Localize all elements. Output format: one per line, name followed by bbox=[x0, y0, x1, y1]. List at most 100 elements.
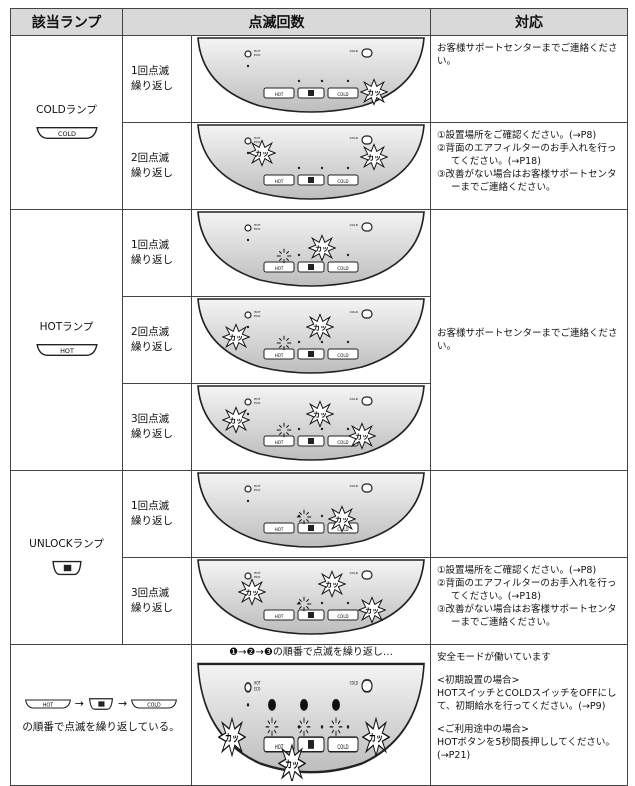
seq-hot-button-icon: HOT bbox=[24, 697, 72, 711]
cold-lamp-cell: COLDランプ COLD bbox=[10, 35, 123, 210]
blink-kaa-text: カッ bbox=[229, 417, 243, 425]
panel-hot-button-text: HOT bbox=[275, 527, 284, 532]
hot-button-icon-text: HOT bbox=[60, 347, 74, 355]
panel-hot-label: HOT bbox=[254, 397, 261, 401]
sequence-order-title: ❶→❷→❸の順番で点滅を繰り返し… bbox=[229, 647, 393, 658]
blink-kaa-text: カッ bbox=[325, 581, 339, 589]
blink-kaa-text: カッ bbox=[367, 89, 381, 97]
panel-cold-label: COLD bbox=[350, 223, 359, 227]
header-blink-count: 点滅回数 bbox=[122, 8, 431, 36]
panel-hot-label: HOT bbox=[254, 223, 261, 227]
sequence-marker-3 bbox=[332, 699, 340, 711]
panel-cold-label: COLD bbox=[350, 681, 359, 686]
blink-kaa-text: カッ bbox=[369, 732, 383, 745]
action-sequence: 安全モードが働いています <初期設置の場合> HOTスイッチとCOLDスイッチを… bbox=[430, 644, 628, 786]
panel-hot-button-text: HOT bbox=[275, 266, 284, 271]
panel-hot-label: HOT bbox=[254, 310, 261, 314]
sequence-caption: の順番で点滅を繰り返している。 bbox=[22, 720, 180, 733]
hot-button-icon: HOT bbox=[35, 342, 99, 358]
panel-hot-label: HOT bbox=[254, 484, 261, 488]
blink-kaa-text: カッ bbox=[367, 154, 381, 162]
panel-cold-label: COLD bbox=[350, 310, 359, 314]
blink-kaa-text: カッ bbox=[245, 589, 259, 597]
panel-cold-label: COLD bbox=[350, 484, 359, 488]
blink-count-cold-1: 1回点滅繰り返し bbox=[122, 35, 192, 123]
blink-kaa-text: カッ bbox=[313, 411, 327, 419]
blink-count-unlock-1: 1回点滅繰り返し bbox=[122, 470, 192, 558]
panel-cold-label: COLD bbox=[350, 49, 359, 53]
panel-hot-label: HOT bbox=[254, 49, 261, 53]
hot-lamp-cell: HOTランプ HOT bbox=[10, 209, 123, 471]
panel-hot-label: HOT bbox=[254, 136, 261, 140]
panel-cold-button-text: COLD bbox=[337, 266, 348, 271]
sequence-marker-1 bbox=[268, 699, 276, 711]
header-lamp: 該当ランプ bbox=[10, 8, 123, 36]
header-action: 対応 bbox=[430, 8, 628, 36]
panel-cold-button-text: COLD bbox=[337, 353, 348, 358]
unlock-lamp-cell: UNLOCKランプ bbox=[10, 470, 123, 645]
seq-unlock-button-icon bbox=[89, 697, 113, 710]
blink-kaa-text: カッ bbox=[225, 732, 239, 745]
blink-count-cold-2: 2回点滅繰り返し bbox=[122, 122, 192, 210]
arrow-2: → bbox=[118, 697, 128, 710]
unlock-lamp-label: UNLOCKランプ bbox=[29, 537, 104, 550]
action-unlock-3: ①設置場所をご確認ください。(→P8)②背面のエアフィルターのお手入れを行ってく… bbox=[430, 557, 628, 645]
seq-cold-button-icon: COLD bbox=[130, 697, 178, 711]
panel-hot-label: HOT bbox=[254, 571, 261, 575]
panel-cold-button-text: COLD bbox=[337, 179, 348, 184]
blink-kaa-text: カッ bbox=[355, 433, 369, 441]
sequence-marker-2 bbox=[300, 699, 308, 711]
panel-cold-button-text: COLD bbox=[337, 440, 348, 445]
panel-cold-label: COLD bbox=[350, 571, 359, 575]
blink-kaa-text: カッ bbox=[315, 245, 329, 253]
panel-eco-label: ECO bbox=[254, 140, 261, 144]
panel-hot-label: HOT bbox=[254, 681, 261, 686]
blink-count-hot-3: 3回点滅繰り返し bbox=[122, 383, 192, 471]
panel-eco-label: ECO bbox=[254, 401, 261, 405]
sequence-lamp-cell: HOT → → COLD の順番で点滅を繰り返している。 bbox=[10, 644, 192, 786]
action-cold-2: ①設置場所をご確認ください。(→P8)②背面のエアフィルターのお手入れを行ってく… bbox=[430, 122, 628, 210]
blink-kaa-text: カッ bbox=[285, 758, 299, 771]
panel-eco-label: ECO bbox=[254, 227, 261, 231]
panel-cold-button-text: COLD bbox=[337, 92, 348, 97]
panel-eco-label: ECO bbox=[254, 314, 261, 318]
panel-eco-label: ECO bbox=[254, 53, 261, 57]
unlock-button-icon bbox=[51, 560, 82, 575]
action-unlock-1 bbox=[430, 470, 628, 558]
panel-hot-button-text: HOT bbox=[275, 92, 284, 97]
panel-cold-button-text: COLD bbox=[337, 744, 348, 751]
blink-kaa-text: カッ bbox=[255, 150, 269, 158]
panel-eco-label: ECO bbox=[254, 687, 260, 692]
panel-hot-button-text: HOT bbox=[275, 440, 284, 445]
hot-lamp-label: HOTランプ bbox=[39, 321, 94, 333]
arrow-1: → bbox=[74, 697, 84, 710]
panel-eco-label: ECO bbox=[254, 575, 261, 579]
panel-eco-label: ECO bbox=[254, 488, 261, 492]
panel-hot-button-text: HOT bbox=[275, 744, 284, 751]
panel-hot-button-text: HOT bbox=[275, 614, 284, 619]
blink-count-unlock-3: 3回点滅繰り返し bbox=[122, 557, 192, 645]
blink-kaa-text: カッ bbox=[313, 324, 327, 332]
panel-hot-button-text: HOT bbox=[275, 179, 284, 184]
panel-hot-button-text: HOT bbox=[275, 353, 284, 358]
cold-button-icon: COLD bbox=[35, 125, 99, 141]
blink-kaa-text: カッ bbox=[229, 334, 243, 342]
blink-count-hot-1: 1回点滅繰り返し bbox=[122, 209, 192, 297]
action-hot: お客様サポートセンターまでご連絡ください。 bbox=[430, 209, 628, 471]
svg-text:HOT: HOT bbox=[43, 702, 53, 708]
